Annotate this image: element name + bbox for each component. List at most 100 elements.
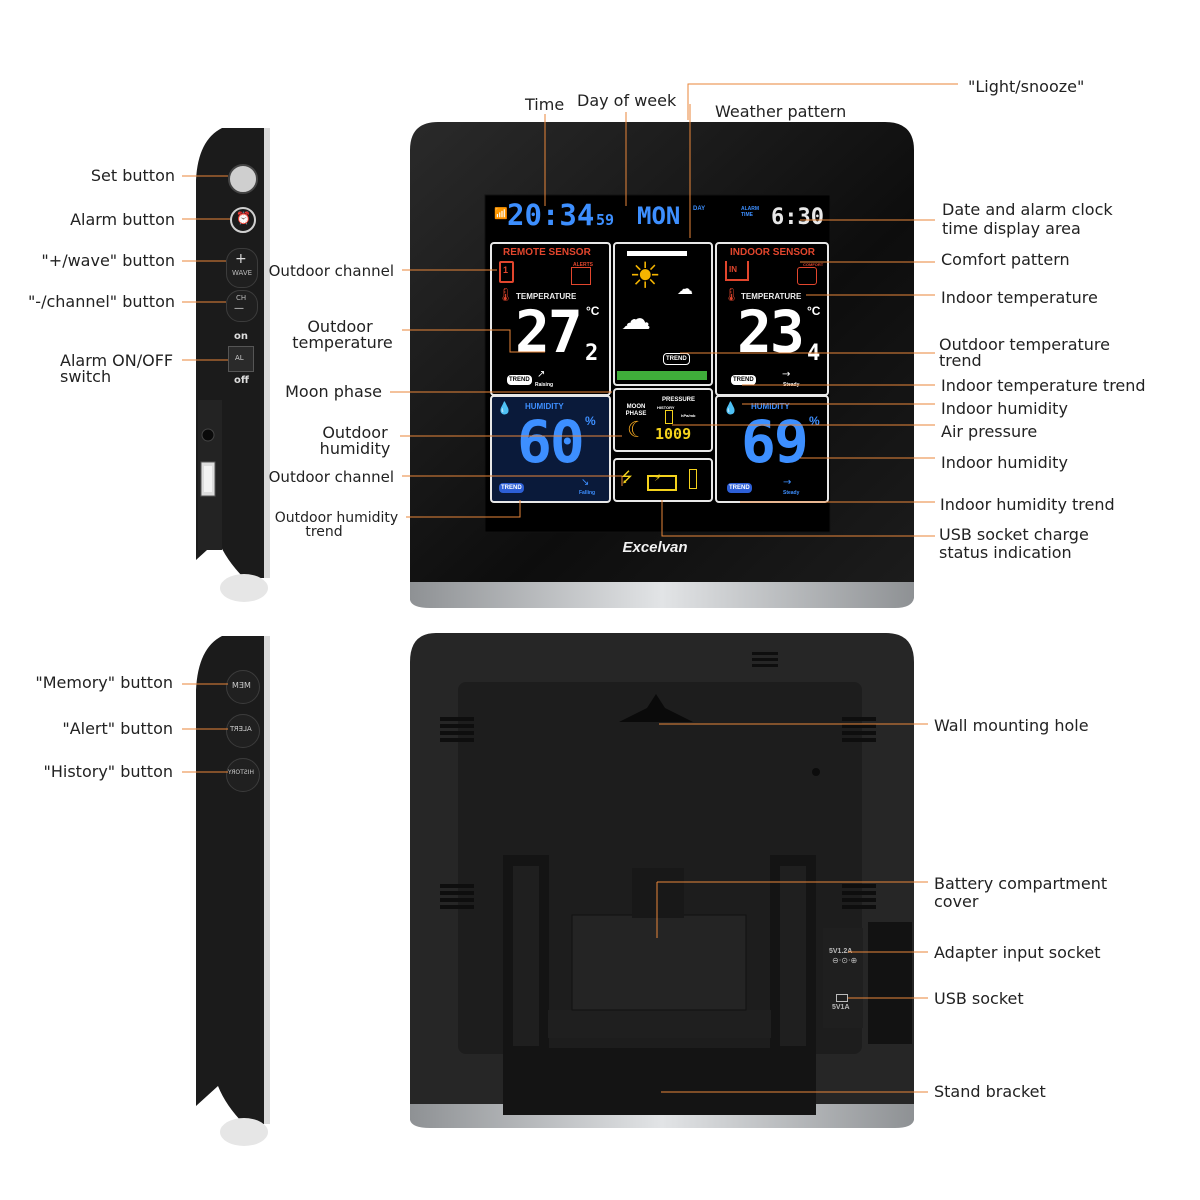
lcd-alarm-time: 6:30: [771, 205, 824, 230]
label-memory-button: "Memory" button: [35, 673, 173, 692]
plug-icon: [689, 469, 697, 489]
moon-icon: ☾: [627, 418, 647, 443]
moon-pressure-panel: [613, 388, 713, 452]
label-indoor-humidity-trend: Indoor humidity trend: [940, 495, 1115, 514]
indoor-temperature-unit: °C: [807, 304, 821, 318]
pressure-unit: hPa/mb: [681, 413, 696, 418]
label-outdoor-temperature-1: Outdoor: [307, 317, 373, 336]
switch-on-label: on: [234, 331, 248, 342]
label-outdoor-humidity-trend-2: trend: [305, 524, 343, 540]
outdoor-humidity-label: HUMIDITY: [525, 402, 564, 411]
label-outdoor-humidity-trend-1: Outdoor humidity: [274, 510, 399, 526]
outdoor-temp-trend-arrow: ↗: [537, 369, 546, 380]
alert-button[interactable]: [226, 714, 260, 748]
outdoor-channel-value: 1: [503, 265, 509, 275]
label-outdoor-humidity-1: Outdoor: [322, 423, 388, 442]
label-indoor-humidity-a: Indoor humidity: [941, 399, 1068, 418]
outdoor-temperature-int: 27: [515, 298, 583, 366]
label-moon-phase: Moon phase: [285, 382, 382, 401]
outdoor-humidity-trend-arrow: ↘: [581, 477, 590, 488]
label-air-pressure: Air pressure: [941, 422, 1038, 441]
label-set-button: Set button: [90, 166, 175, 185]
label-alarm-onoff-2: switch: [60, 367, 112, 386]
brand-logo: Excelvan: [622, 539, 687, 556]
set-button[interactable]: [228, 164, 258, 194]
comfort-label: COMFORT: [803, 262, 824, 267]
label-alarm-button: Alarm button: [70, 210, 175, 229]
label-usb-socket: USB socket: [934, 989, 1024, 1008]
indoor-humidity-value: 69: [741, 408, 809, 476]
label-adapter-input: Adapter input socket: [934, 943, 1101, 962]
humidity-drop-icon-outdoor: 💧: [497, 401, 512, 415]
usb-socket-icon: [836, 994, 848, 1002]
adapter-spec-text: 5V1.2A: [829, 948, 853, 955]
outdoor-humidity-unit: %: [585, 414, 596, 428]
label-day-of-week: Day of week: [577, 91, 677, 110]
outdoor-temperature-unit: °C: [586, 304, 600, 318]
lcd-alarm-time-label: ALARM TIME: [741, 206, 760, 218]
charging-bolt-icon: ⚡: [654, 473, 662, 484]
sun-icon: ☀: [629, 256, 662, 297]
label-outdoor-temp-trend-1: Outdoor temperature: [939, 335, 1110, 354]
wall-mount-hole: [619, 694, 693, 722]
outdoor-temp-trend-label: TREND: [507, 375, 532, 385]
outdoor-humidity-value: 60: [517, 408, 585, 476]
ch-label: CH: [236, 294, 247, 302]
minus-channel-button[interactable]: [226, 290, 258, 322]
indoor-sensor-title: INDOOR SENSOR: [730, 247, 816, 258]
label-outdoor-channel-bottom: Outdoor channel: [268, 468, 394, 486]
humidity-drop-icon-indoor: 💧: [723, 401, 738, 415]
indoor-temp-trend-label: TREND: [731, 375, 756, 385]
label-indoor-temperature: Indoor temperature: [941, 288, 1098, 307]
label-outdoor-humidity-2: humidity: [319, 439, 391, 458]
back-unit: [410, 633, 914, 1128]
label-indoor-humidity-b: Indoor humidity: [941, 453, 1068, 472]
indoor-humidity-label: HUMIDITY: [751, 402, 790, 411]
plus-glyph: +: [235, 251, 247, 267]
history-bar-icon: [665, 410, 673, 424]
lcd-time-seconds: 59: [596, 211, 615, 229]
moon-phase-label: MOON PHASE: [625, 404, 647, 417]
alarm-button[interactable]: [230, 207, 256, 233]
label-wall-mount: Wall mounting hole: [934, 716, 1089, 735]
home-icon: [725, 261, 749, 281]
label-light-snooze: "Light/snooze": [968, 77, 1085, 96]
indoor-humidity-trend-text: Steady: [783, 490, 800, 496]
alarm-onoff-switch[interactable]: [228, 346, 254, 372]
indoor-temperature-label: TEMPERATURE: [741, 292, 802, 301]
thermometer-icon-indoor: 🌡: [723, 288, 740, 303]
label-comfort-pattern: Comfort pattern: [941, 250, 1070, 269]
usb-icon-lcd: ⭍: [621, 470, 633, 486]
memory-button[interactable]: [226, 670, 260, 704]
minus-glyph: —: [234, 303, 244, 314]
plus-wave-button[interactable]: [226, 248, 258, 288]
lcd-day-of-week: MON: [637, 202, 681, 230]
label-alarm-onoff-1: Alarm ON/OFF: [60, 351, 174, 370]
label-date-alarm-2: time display area: [942, 219, 1081, 238]
cloud-icon-large: ☁: [621, 302, 651, 337]
indoor-humidity-trend-label: TREND: [727, 483, 752, 493]
indoor-temp-trend-arrow: →: [782, 369, 791, 380]
usb-spec-text: 5V1A: [832, 1004, 850, 1011]
label-plus-wave-button: "+/wave" button: [41, 251, 175, 270]
label-outdoor-temp-trend-2: trend: [939, 351, 982, 370]
weather-trend-label: TREND: [663, 353, 690, 365]
label-alert-button: "Alert" button: [62, 719, 173, 738]
battery-charge-icon: [647, 475, 677, 491]
outdoor-humidity-trend-label: TREND: [499, 483, 524, 493]
rcc-signal-icon: 📶: [494, 207, 508, 220]
cloud-icon-small: ☁: [677, 279, 693, 298]
alarm-clock-icon: ⏰: [236, 211, 251, 225]
label-usb-charge-1: USB socket charge: [939, 525, 1089, 544]
label-minus-channel-button: "-/channel" button: [27, 292, 175, 311]
outdoor-temp-trend-text: Raising: [535, 382, 554, 388]
label-stand-bracket: Stand bracket: [934, 1082, 1046, 1101]
outdoor-humidity-trend-text: Falling: [579, 490, 596, 496]
remote-sensor-title: REMOTE SENSOR: [503, 247, 591, 258]
label-history-button: "History" button: [43, 762, 174, 781]
wave-label: WAVE: [232, 269, 253, 277]
thermometer-icon-outdoor: 🌡: [497, 288, 514, 303]
al-label: AL: [235, 354, 244, 362]
history-button[interactable]: [226, 758, 260, 792]
